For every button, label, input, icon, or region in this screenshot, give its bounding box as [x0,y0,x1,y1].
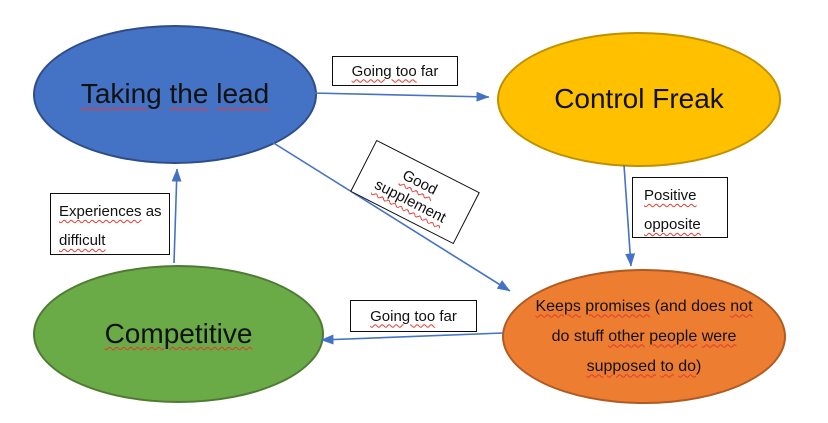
edge-label-going-too-far-top[interactable]: Going too far [332,56,458,86]
arrow-control-to-keeps[interactable] [623,164,636,267]
edge-label-positive-opposite[interactable]: Positive opposite [632,177,728,238]
node-keeps-promises[interactable]: Keeps promises (and does not do stuff ot… [502,269,786,404]
node-keeps-promises-label: Keeps promises (and does not do stuff ot… [535,297,753,375]
arrow-keeps-to-competitive[interactable] [320,332,504,345]
edge-label-experiences-as-difficult[interactable]: Experiences as difficult [50,193,170,255]
node-control-freak[interactable]: Control Freak [497,32,781,167]
node-taking-the-lead-label: Taking the lead [80,78,270,110]
edge-label-text: Positive opposite [644,187,701,233]
node-competitive-label: Competitive [104,317,253,349]
node-control-freak-label: Control Freak [554,83,724,115]
arrow-taking-to-control[interactable] [310,91,490,102]
edge-label-text: Going too far [351,62,439,80]
arrow-taking-to-keeps[interactable] [271,141,511,292]
node-taking-the-lead[interactable]: Taking the lead [33,25,317,164]
edge-label-text: Going too far [370,307,457,325]
edge-label-going-too-far-bottom[interactable]: Going too far [350,300,477,332]
node-competitive[interactable]: Competitive [33,265,324,403]
arrow-competitive-to-taking[interactable] [171,168,182,264]
edge-label-text: Experiences as difficult [59,203,162,249]
